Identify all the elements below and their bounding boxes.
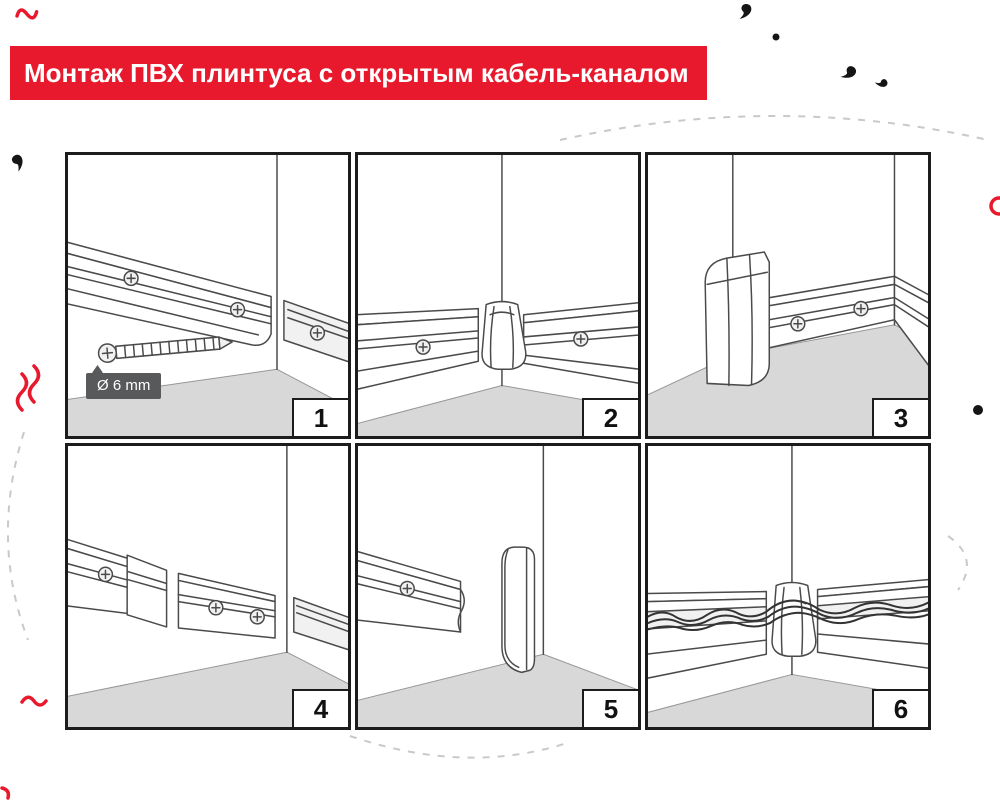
red-squiggle-bottom-left bbox=[20, 695, 48, 707]
red-squiggle-corner bbox=[0, 786, 11, 800]
red-squiggle-top-left bbox=[15, 8, 39, 20]
comma-mark-4 bbox=[10, 153, 27, 172]
step-panel-2: 2 bbox=[355, 152, 641, 439]
outer-corner-piece bbox=[704, 251, 771, 387]
screw bbox=[573, 331, 589, 347]
comma-mark-2 bbox=[840, 64, 859, 84]
illustration-inner-corner bbox=[358, 155, 638, 436]
comma-mark-3 bbox=[874, 78, 889, 90]
screw bbox=[309, 325, 326, 341]
steps-grid: Ø 6 mm 1 2 bbox=[65, 152, 931, 730]
drill-diameter-label: Ø 6 mm bbox=[97, 377, 151, 394]
illustration-outer-corner bbox=[648, 155, 928, 436]
black-dot-top bbox=[772, 33, 780, 41]
step-number-3: 3 bbox=[872, 398, 928, 436]
red-squiggle-left-a bbox=[27, 364, 41, 404]
far-skirting bbox=[293, 596, 348, 651]
title-banner: Монтаж ПВХ плинтуса с открытым кабель-ка… bbox=[10, 46, 707, 100]
red-ring-right-edge bbox=[989, 196, 1000, 216]
step-panel-6: 6 bbox=[645, 443, 931, 730]
red-squiggle-left-b bbox=[15, 372, 29, 412]
floor bbox=[358, 384, 638, 436]
cable bbox=[648, 611, 928, 632]
screw bbox=[853, 300, 869, 317]
step-number-6: 6 bbox=[872, 689, 928, 727]
step-panel-5: 5 bbox=[355, 443, 641, 730]
connector-sleeve bbox=[126, 554, 168, 628]
right-skirting bbox=[522, 310, 638, 384]
inner-corner-piece bbox=[771, 581, 817, 658]
screw bbox=[399, 580, 415, 597]
screw bbox=[208, 599, 224, 616]
illustration-cables-in-channel bbox=[648, 446, 928, 727]
dowel-screw bbox=[97, 336, 233, 363]
step-number-4: 4 bbox=[292, 689, 348, 727]
floor bbox=[648, 673, 928, 727]
step-number-1: 1 bbox=[292, 398, 348, 436]
illustration-joint-connector bbox=[68, 446, 348, 727]
cable bbox=[648, 599, 928, 622]
dashed-arc-top bbox=[559, 115, 989, 141]
left-skirting bbox=[358, 315, 480, 390]
step-panel-3: 3 bbox=[645, 152, 931, 439]
screw bbox=[123, 270, 139, 287]
step-number-5: 5 bbox=[582, 689, 638, 727]
illustration-end-cap bbox=[358, 446, 638, 727]
cable bbox=[648, 605, 928, 626]
dashed-arc-bottom bbox=[349, 735, 571, 759]
black-dot-right bbox=[973, 405, 983, 415]
step-panel-1: Ø 6 mm 1 bbox=[65, 152, 351, 439]
screw bbox=[415, 339, 431, 355]
drill-diameter-callout: Ø 6 mm bbox=[86, 373, 162, 399]
cut-end-profile bbox=[457, 588, 465, 633]
screw bbox=[249, 608, 265, 625]
illustration-drill-dowel-hole bbox=[68, 155, 348, 436]
step-panel-4: 4 bbox=[65, 443, 351, 730]
dashed-arc-right bbox=[947, 535, 968, 591]
page-title: Монтаж ПВХ плинтуса с открытым кабель-ка… bbox=[24, 57, 689, 88]
floor bbox=[68, 651, 348, 727]
skirting-return bbox=[893, 283, 928, 366]
floor bbox=[68, 368, 348, 436]
dashed-arc-left bbox=[6, 431, 29, 641]
screw bbox=[97, 566, 114, 583]
step-number-2: 2 bbox=[582, 398, 638, 436]
screw bbox=[790, 315, 806, 332]
comma-mark-1 bbox=[739, 3, 753, 21]
screw bbox=[229, 301, 246, 318]
